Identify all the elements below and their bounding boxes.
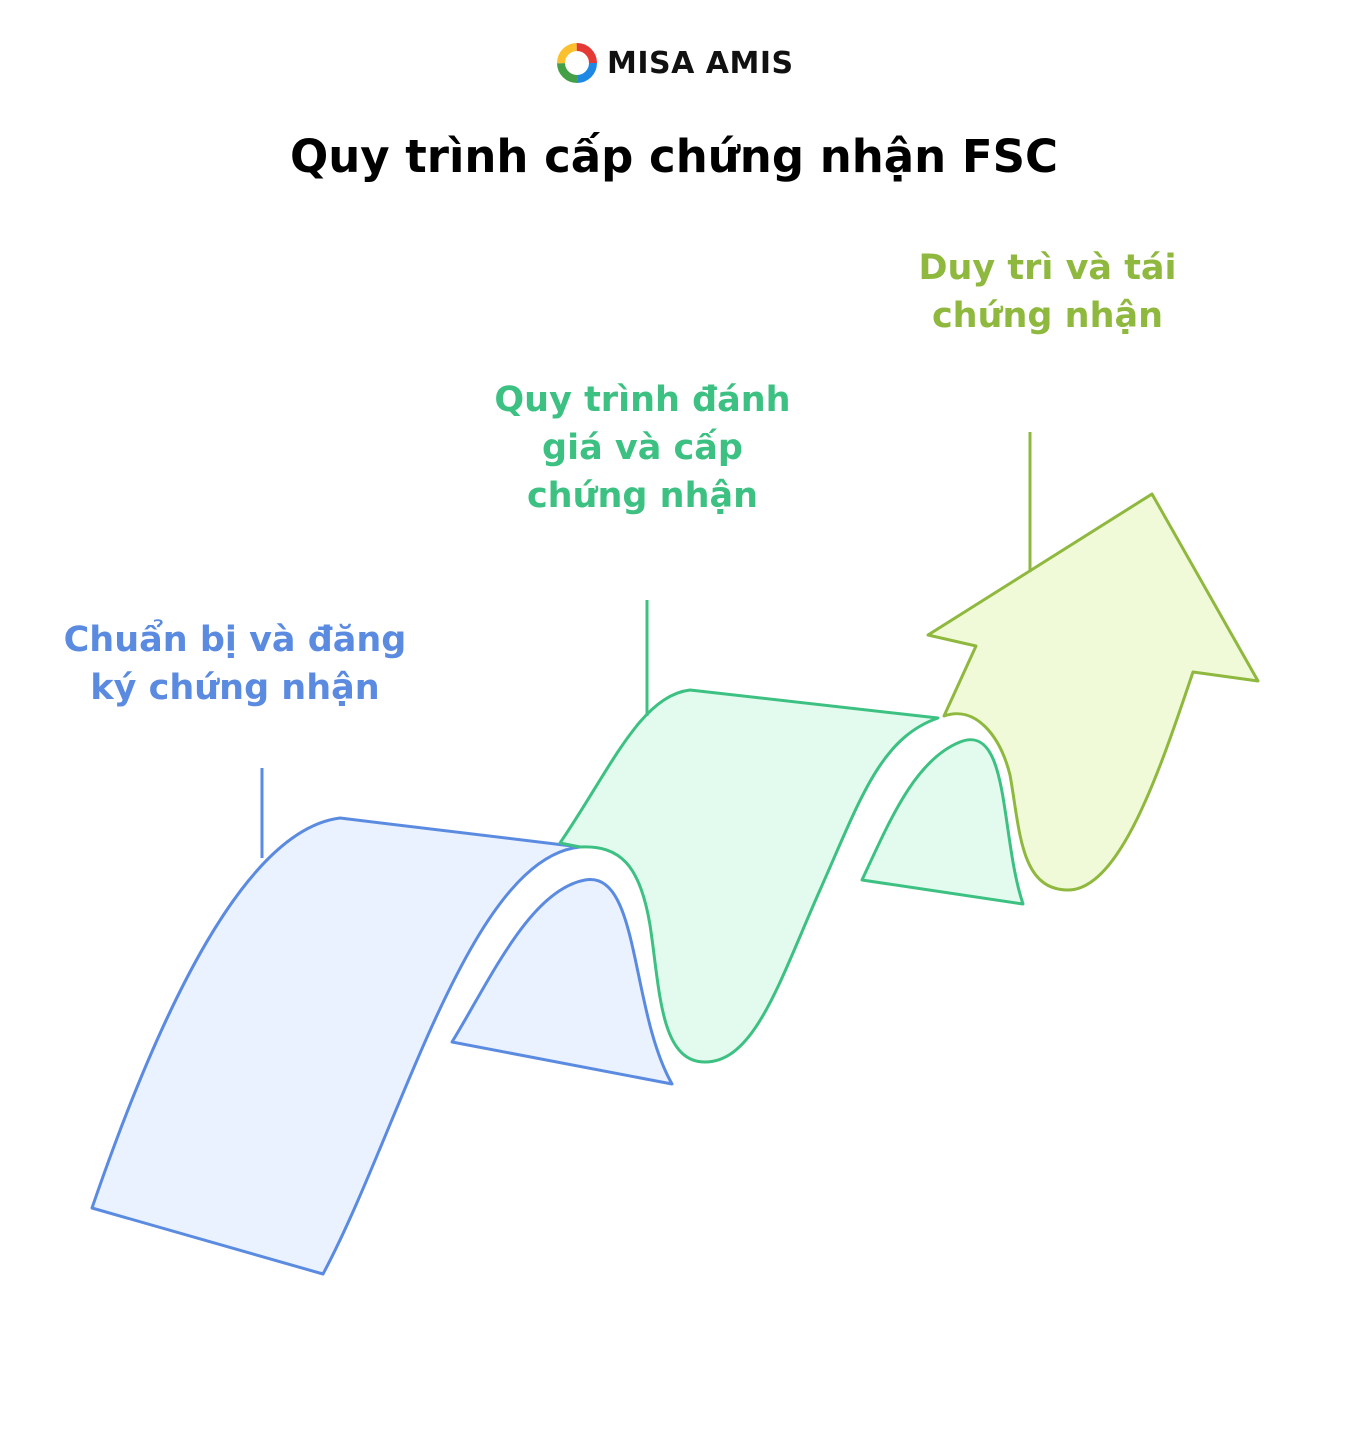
step-1-label-line: ký chứng nhận <box>90 668 380 708</box>
step-2-label-line: Quy trình đánh <box>494 380 791 420</box>
brand-name: MISA AMIS <box>607 45 794 81</box>
step-1-ribbon <box>90 816 674 1276</box>
misa-ring-logo-icon <box>557 43 597 83</box>
step-1-label-line: Chuẩn bị và đăng <box>63 620 407 660</box>
step-2-label-line: chứng nhận <box>526 476 759 516</box>
step-2-ribbon <box>558 688 1025 1064</box>
step-3-label-line: Duy trì và tái <box>918 248 1177 288</box>
step-3-label: Duy trì và tái chứng nhận <box>880 244 1215 340</box>
step-2-label: Quy trình đánh giá và cấp chứng nhận <box>450 376 835 520</box>
step-3-label-line: chứng nhận <box>931 296 1164 336</box>
step-2-label-line: giá và cấp <box>542 428 743 468</box>
step-1-label: Chuẩn bị và đăng ký chứng nhận <box>40 616 430 712</box>
step-3-arrow <box>926 492 1260 892</box>
brand-logo: MISA AMIS <box>555 40 794 86</box>
page-title: Quy trình cấp chứng nhận FSC <box>289 130 1059 183</box>
